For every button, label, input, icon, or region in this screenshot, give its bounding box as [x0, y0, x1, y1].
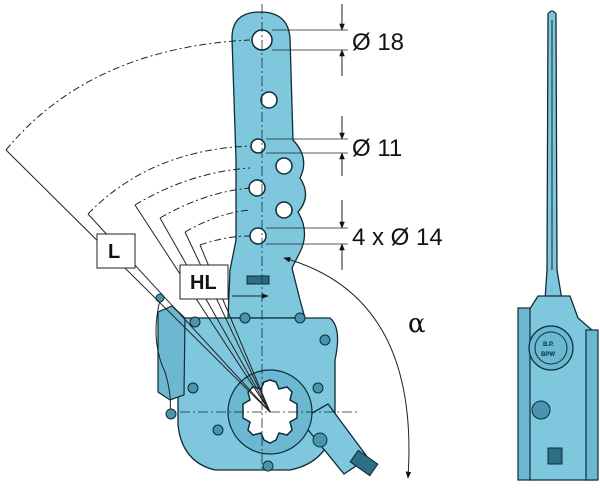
side-brand-top: B.P. — [543, 342, 554, 348]
lever-holes — [248, 29, 293, 245]
side-lever — [544, 10, 563, 301]
side-plate-right — [585, 329, 599, 481]
side-brand-bottom: BPW — [541, 352, 555, 358]
hole-lever-text: HL — [190, 272, 217, 294]
index-slot — [246, 275, 270, 285]
dimension-lines — [266, 4, 348, 270]
nipple-head-icon — [155, 293, 165, 303]
lever-length-text: L — [108, 241, 120, 263]
hole-misc — [260, 91, 278, 109]
side-lower-block — [547, 447, 563, 465]
hole-lever-label: HL — [179, 264, 229, 300]
side-view: B.P. BPW — [517, 10, 599, 481]
front-view — [5, 4, 412, 479]
hole-14-b — [248, 179, 266, 197]
lever-arm — [227, 11, 307, 319]
dim-hole-11: Ø 11 — [352, 135, 402, 162]
side-hub-cap — [528, 325, 574, 371]
nipple-tip-icon — [165, 408, 177, 420]
left-bracket — [157, 305, 186, 401]
dim-hole-18: Ø 18 — [352, 29, 404, 56]
lever-length-label: L — [96, 233, 136, 269]
grease-nipple-icon — [155, 299, 171, 413]
hole-14-d — [249, 227, 267, 245]
side-plate-left — [517, 307, 531, 481]
hole-11 — [250, 138, 266, 154]
hole-14-c — [275, 201, 293, 219]
hole-14-a — [275, 157, 293, 175]
dim-hole-14: 4 x Ø 14 — [352, 224, 443, 251]
angle-alpha-label: α — [408, 309, 426, 339]
swing-arcs — [5, 39, 251, 246]
alpha-arc — [283, 257, 412, 479]
side-worm-knob — [531, 400, 551, 420]
